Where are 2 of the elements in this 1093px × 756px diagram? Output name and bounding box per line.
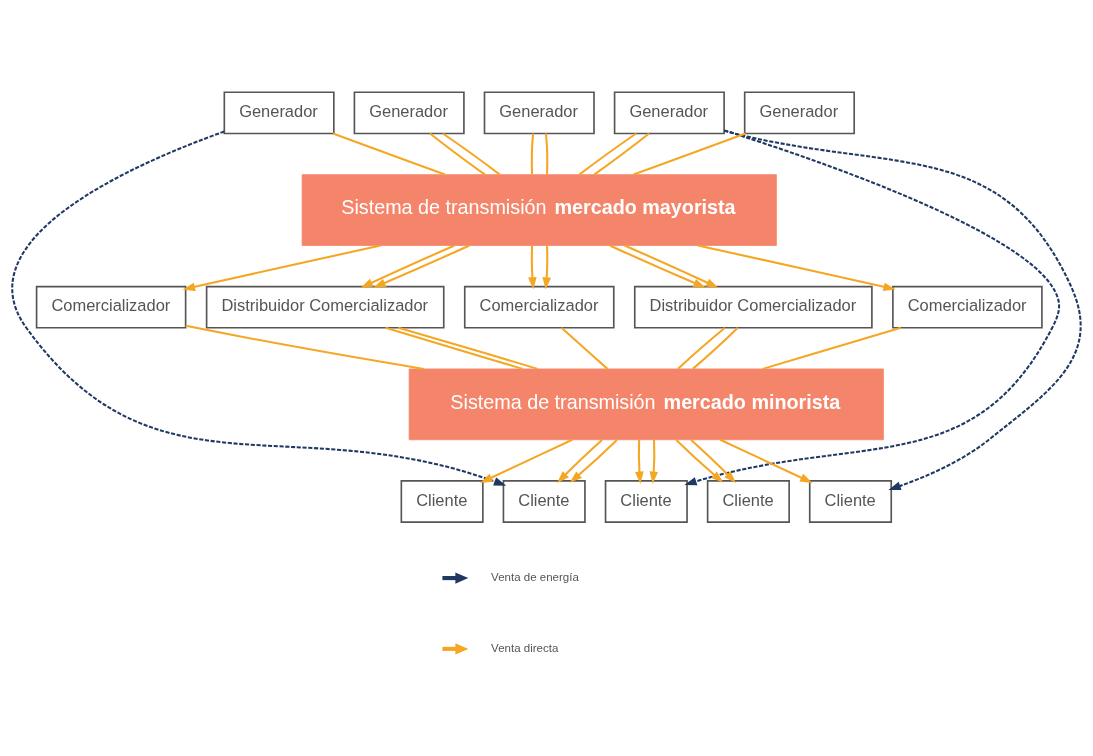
legend-label: Venta de energía bbox=[491, 571, 579, 584]
legend-label: Venta directa bbox=[491, 641, 559, 654]
